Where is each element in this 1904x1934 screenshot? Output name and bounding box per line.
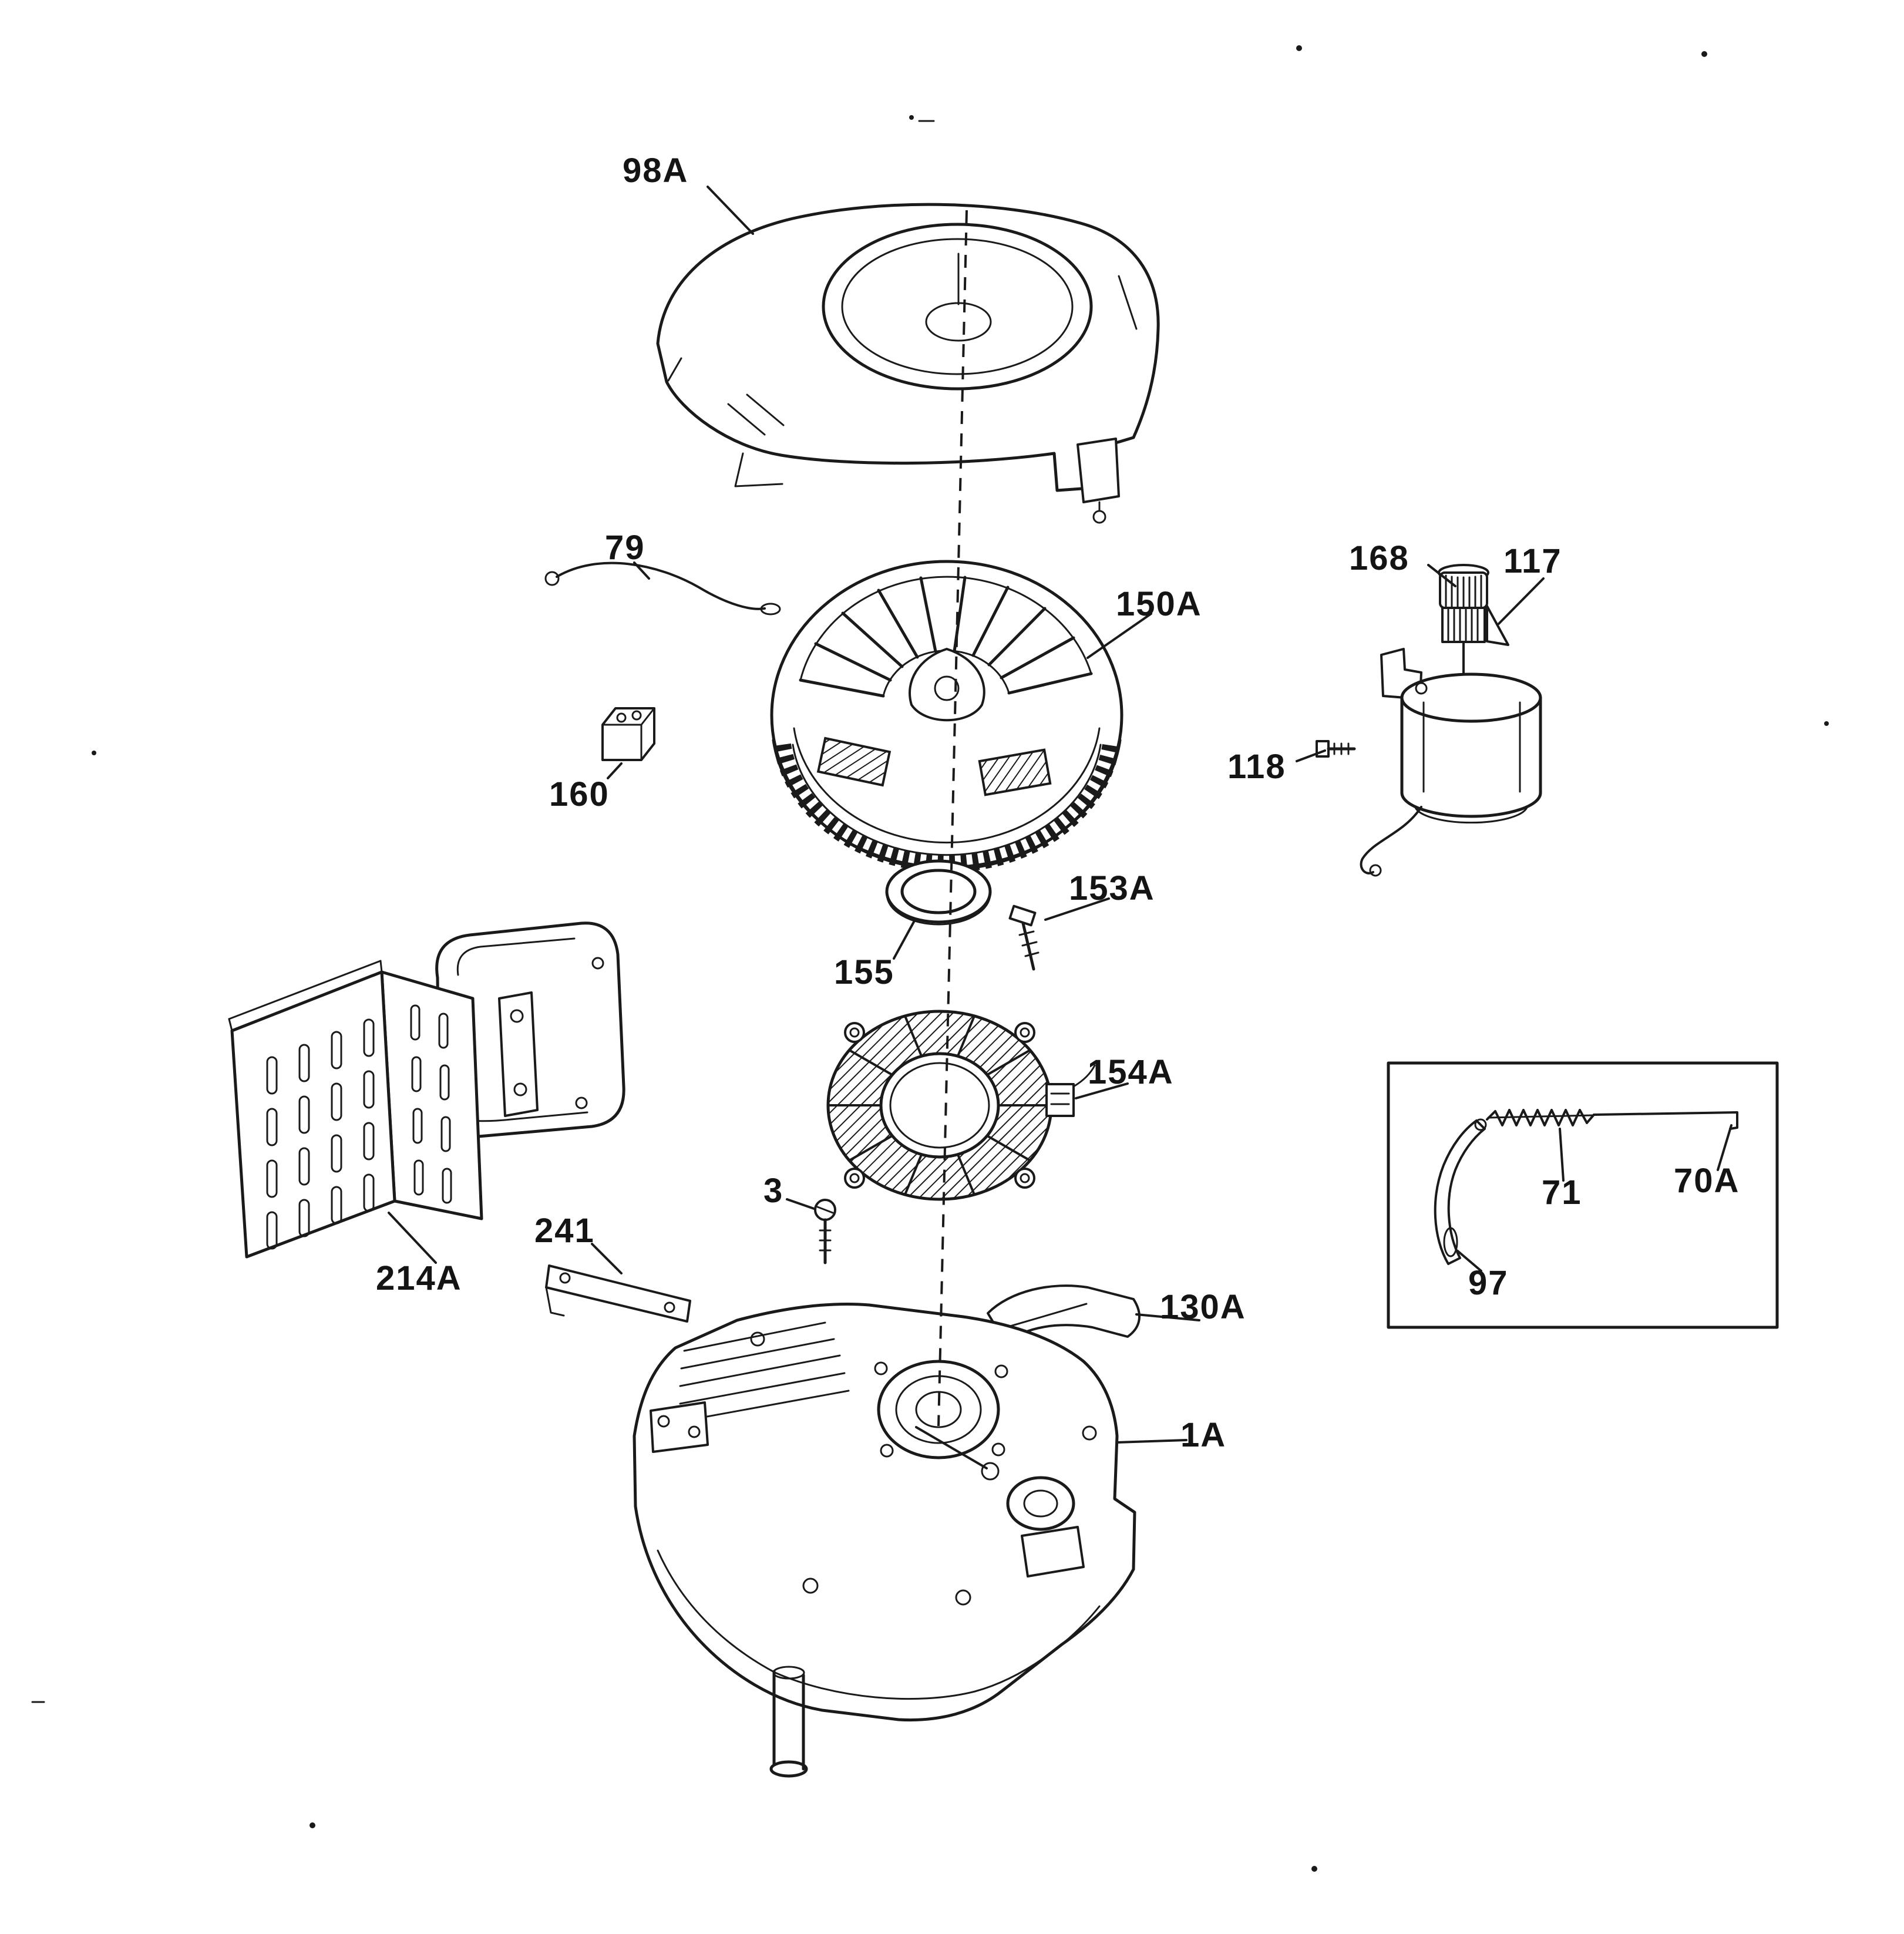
callout-98A: 98A (623, 152, 688, 190)
stop-wire-part (544, 561, 781, 615)
callout-153A: 153A (1069, 869, 1155, 907)
callouts: 98A 79 150A 168 117 118 160 153A 155 154… (376, 152, 1740, 1454)
callout-1A: 1A (1180, 1416, 1226, 1454)
screw-3-part (814, 1199, 836, 1264)
leader-lines (388, 186, 1733, 1444)
callout-241: 241 (534, 1212, 595, 1250)
callout-79: 79 (605, 529, 645, 567)
spring-link-part (1486, 1109, 1738, 1130)
callout-150A: 150A (1116, 585, 1202, 623)
bracket-part (545, 1264, 691, 1323)
scan-specks (31, 45, 1829, 1872)
switch-part (601, 707, 655, 761)
callout-160: 160 (549, 775, 610, 813)
callout-214A: 214A (376, 1259, 462, 1297)
starter-bolt-part (1316, 740, 1356, 758)
deflector-part (987, 1284, 1141, 1344)
callout-154A: 154A (1088, 1053, 1174, 1091)
callout-118: 118 (1227, 748, 1286, 786)
seal-ring-part (885, 859, 992, 926)
crankcase-part (633, 1302, 1136, 1778)
flywheel-part (770, 560, 1123, 873)
callout-3: 3 (763, 1172, 783, 1210)
screw-153a-part (1008, 904, 1040, 971)
callout-71: 71 (1542, 1173, 1582, 1212)
callout-168: 168 (1349, 539, 1410, 577)
callout-97: 97 (1468, 1264, 1509, 1302)
stator-part (826, 1010, 1096, 1201)
callout-155: 155 (834, 953, 894, 991)
callout-117: 117 (1503, 542, 1562, 580)
muffler-guard-part (228, 960, 483, 1259)
callout-130A: 130A (1160, 1288, 1246, 1326)
assembly-centerline (937, 210, 968, 1427)
governor-lever-part (1434, 1118, 1487, 1265)
callout-70A: 70A (1674, 1162, 1740, 1200)
blower-housing-part (656, 203, 1160, 524)
inset-box (1387, 1061, 1779, 1329)
muffler-part (435, 921, 625, 1138)
starter-motor-part (1360, 564, 1542, 877)
